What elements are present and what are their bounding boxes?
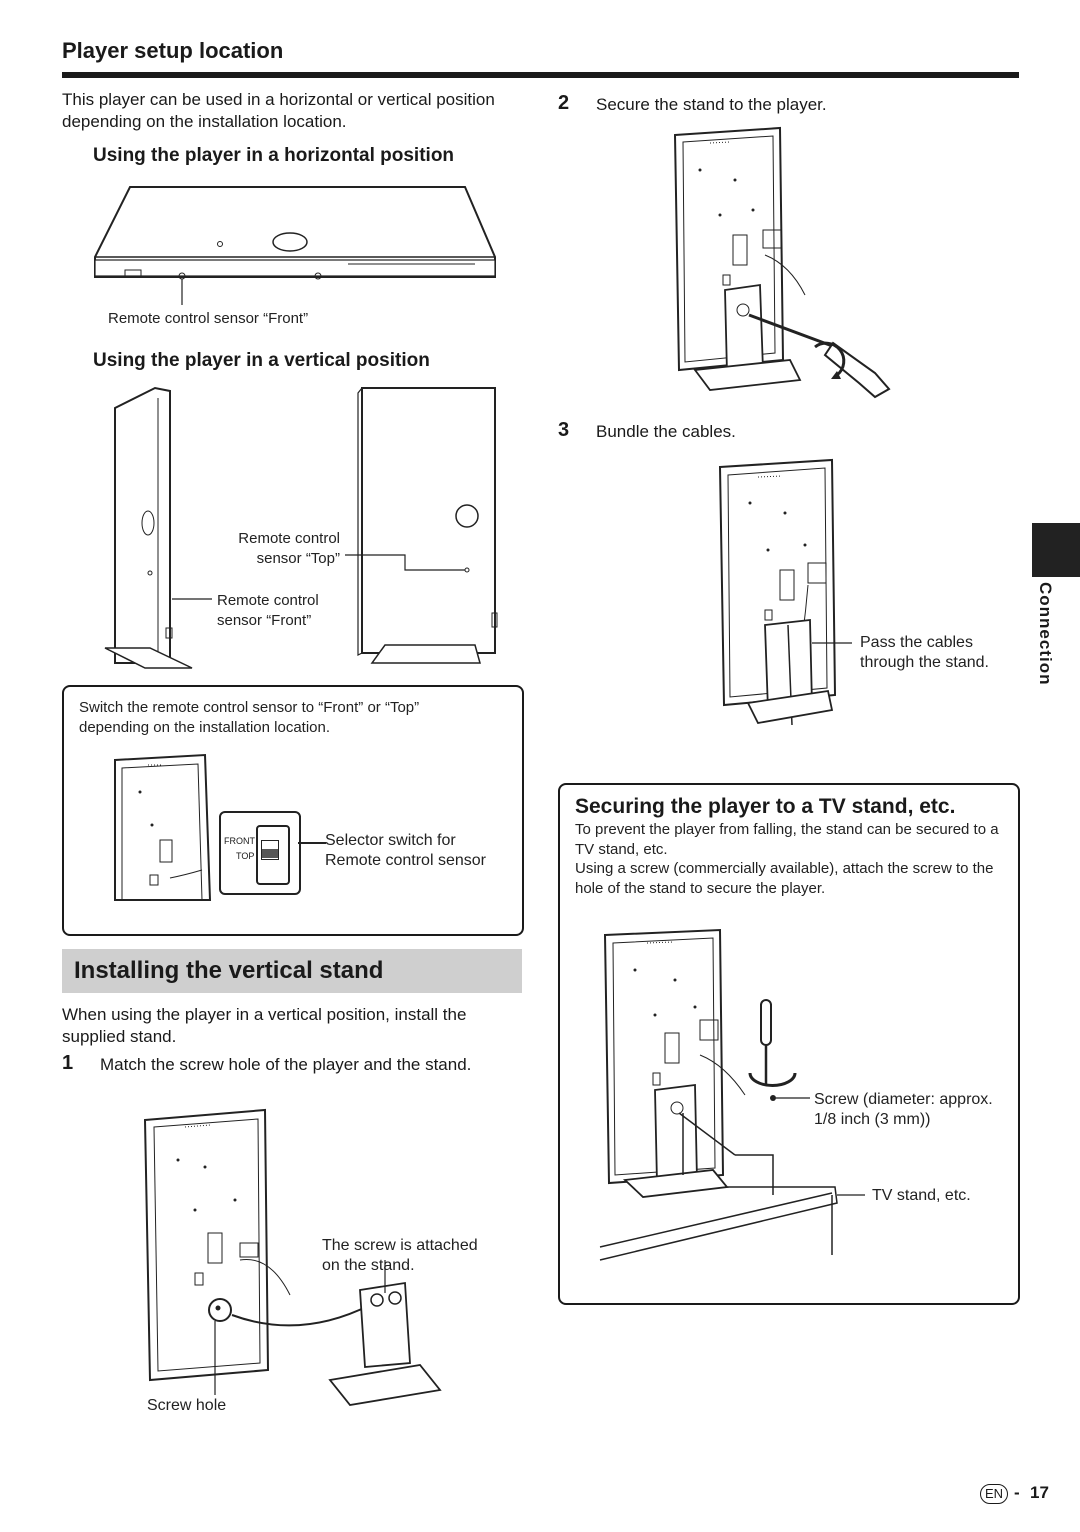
vertical-heading: Using the player in a vertical position: [93, 350, 430, 371]
step2-illustration: [673, 126, 891, 399]
install-intro: When using the player in a vertical posi…: [62, 1005, 467, 1046]
section-intro: This player can be used in a horizontal …: [62, 90, 495, 131]
vertical-sensor-top-caption: Remote control sensor “Top”: [238, 530, 340, 567]
securing-title: Securing the player to a TV stand, etc.: [575, 795, 956, 818]
section-title: Player setup location: [62, 38, 284, 63]
step-2-number: 2: [558, 92, 570, 114]
tv-stand-caption: TV stand, etc.: [872, 1187, 971, 1204]
page-number: 17: [1030, 1483, 1049, 1502]
vertical-player-illustration: [104, 386, 498, 669]
side-tab-marker: [1032, 523, 1080, 577]
horizontal-player-illustration: [94, 186, 496, 305]
step-1-text: Match the screw hole of the player and t…: [100, 1055, 472, 1074]
step-3-number: 3: [558, 419, 570, 441]
selector-switch-panel: [219, 811, 301, 895]
player-back-with-switch-illustration: [114, 753, 212, 901]
screw-caption: Screw (diameter: approx. 1/8 inch (3 mm)…: [814, 1091, 993, 1128]
side-tab-label: Connection: [1036, 582, 1055, 686]
install-title-band: [62, 949, 522, 993]
selector-switch[interactable]: [256, 825, 290, 885]
step3-illustration: [718, 458, 852, 726]
section-rule: [62, 72, 1019, 78]
selector-leader-line: [298, 842, 326, 844]
horizontal-heading: Using the player in a horizontal positio…: [93, 145, 455, 166]
cables-caption: Pass the cables through the stand.: [860, 634, 989, 671]
switch-front-label: FRONT: [224, 836, 255, 846]
step-3-text: Bundle the cables.: [596, 422, 736, 441]
horizontal-sensor-caption: Remote control sensor “Front”: [108, 310, 309, 327]
language-badge: EN: [980, 1484, 1008, 1504]
vertical-sensor-front-caption: Remote control sensor “Front”: [217, 592, 319, 629]
selector-caption: Selector switch for Remote control senso…: [325, 832, 486, 869]
switch-note: Switch the remote control sensor to “Fro…: [79, 699, 420, 736]
selector-switch-knob[interactable]: [261, 840, 279, 860]
step-2-text: Secure the stand to the player.: [596, 95, 827, 114]
install-title: Installing the vertical stand: [74, 957, 384, 984]
step-1-number: 1: [62, 1052, 74, 1074]
switch-top-label: TOP: [236, 851, 255, 861]
screw-hole-caption: Screw hole: [147, 1397, 227, 1414]
securing-para1: To prevent the player from falling, the …: [575, 821, 999, 858]
securing-para2: Using a screw (commercially available), …: [575, 860, 994, 897]
page-separator: -: [1014, 1483, 1020, 1502]
step1-illustration: [143, 1108, 442, 1406]
screw-attached-caption: The screw is attached on the stand.: [322, 1237, 478, 1274]
securing-illustration: [599, 928, 865, 1261]
